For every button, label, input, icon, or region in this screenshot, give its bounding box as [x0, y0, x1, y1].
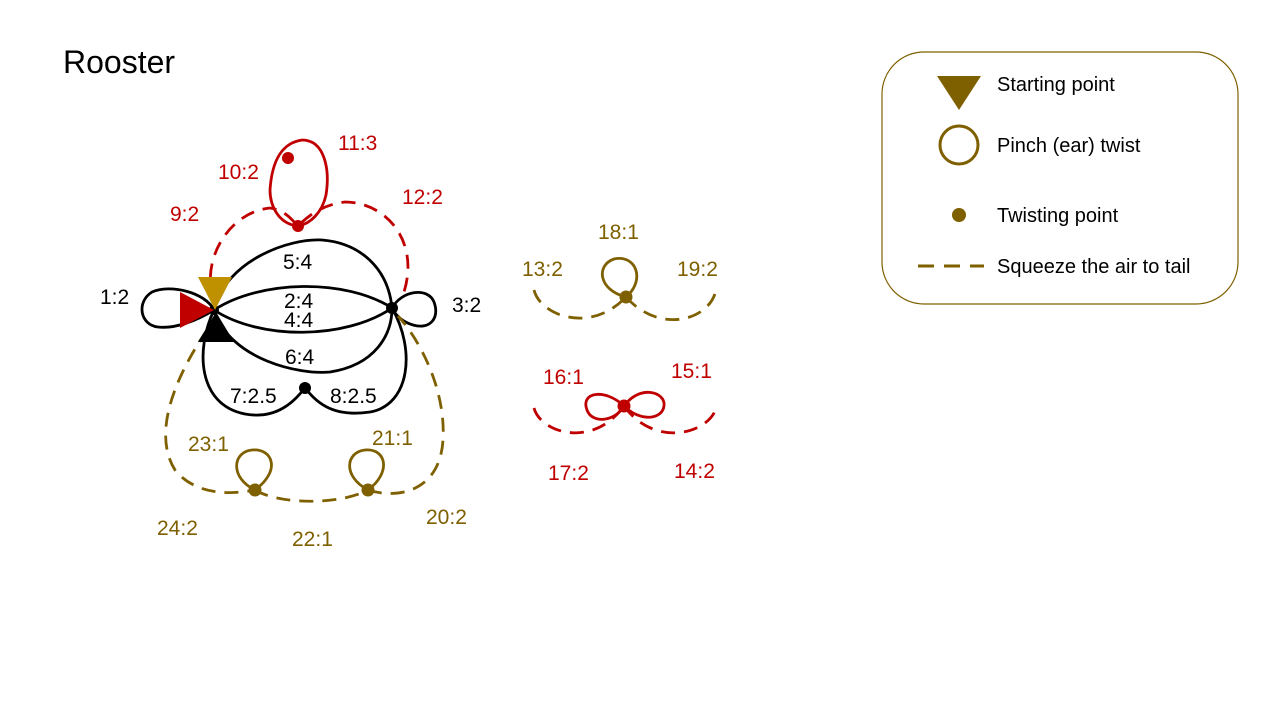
segment-2 [213, 285, 393, 312]
loop-21 [348, 448, 385, 492]
label-8: 8:2.5 [330, 385, 377, 408]
loop-16 [584, 392, 626, 421]
label-9: 9:2 [170, 203, 199, 226]
twist-point-olive-21 [361, 483, 375, 497]
label-23: 23:1 [188, 433, 229, 456]
label-19: 19:2 [677, 258, 718, 281]
twist-point-olive-18 [619, 290, 633, 304]
olive-tail-group [164, 315, 445, 503]
label-2: 2:4 [284, 290, 314, 313]
segment-19 [624, 289, 718, 322]
label-1: 1:2 [100, 286, 129, 309]
segment-17 [532, 405, 626, 435]
start-marker-red [180, 292, 214, 328]
label-18: 18:1 [598, 221, 639, 244]
legend-twist-icon [952, 208, 966, 222]
label-20: 20:2 [426, 506, 467, 529]
label-22: 22:1 [292, 528, 333, 551]
legend: Starting point Pinch (ear) twist Twistin… [881, 51, 1239, 305]
legend-twist-label: Twisting point [997, 205, 1119, 227]
start-marker-black [198, 312, 234, 342]
segment-5 [212, 238, 394, 311]
labels-olive: 13:2 18:1 19:2 23:1 21:1 24:2 22:1 20:2 [157, 221, 718, 551]
label-3: 3:2 [452, 294, 481, 317]
legend-pinch-label: Pinch (ear) twist [997, 135, 1141, 157]
twist-point-red-15-16 [617, 399, 631, 413]
label-10: 10:2 [218, 161, 259, 184]
segment-4 [213, 306, 393, 334]
label-12: 12:2 [402, 186, 443, 209]
olive-wing-group [532, 257, 718, 322]
legend-start-label: Starting point [997, 74, 1115, 96]
segment-9-12 [208, 200, 410, 301]
segment-13 [532, 289, 628, 320]
segment-22 [254, 488, 369, 503]
twist-point-red-head [292, 220, 304, 232]
label-13: 13:2 [522, 258, 563, 281]
start-marker-gold [198, 277, 232, 310]
labels-black: 1:2 3:2 5:4 2:4 4:4 6:4 7:2.5 8:2.5 [100, 251, 481, 408]
legend-start-icon [937, 76, 981, 110]
labels-red: 9:2 10:2 11:3 12:2 16:1 15:1 17:2 14:2 [170, 132, 715, 485]
label-21: 21:1 [372, 427, 413, 450]
main-body-group [140, 238, 438, 417]
twist-point-red-top [282, 152, 294, 164]
legend-pinch-icon [938, 124, 980, 166]
label-24: 24:2 [157, 517, 198, 540]
label-5: 5:4 [283, 251, 313, 274]
legend-box [881, 51, 1239, 305]
label-11: 11:3 [338, 132, 377, 155]
slide-title: Rooster [63, 44, 176, 80]
red-wing-group [532, 390, 718, 435]
label-16: 16:1 [543, 366, 584, 389]
segment-14 [622, 405, 718, 435]
segment-6 [212, 307, 394, 374]
label-14: 14:2 [674, 460, 715, 483]
segment-20 [367, 315, 445, 495]
loop-23 [235, 448, 273, 492]
segment-10-11 [268, 138, 329, 228]
segment-7 [201, 309, 307, 417]
loop-15 [622, 390, 666, 419]
legend-squeeze-label: Squeeze the air to tail [997, 256, 1190, 278]
loop-18 [600, 257, 639, 299]
red-head-group [208, 138, 410, 301]
twist-point-olive-23 [248, 483, 262, 497]
label-4: 4:4 [284, 309, 314, 332]
segment-24 [164, 329, 256, 495]
label-6: 6:4 [285, 346, 315, 369]
label-15: 15:1 [671, 360, 712, 383]
twist-point-black-right [386, 302, 398, 314]
label-17: 17:2 [548, 462, 589, 485]
segment-8 [303, 307, 408, 415]
label-7: 7:2.5 [230, 385, 277, 408]
twist-point-black-bottom [299, 382, 311, 394]
